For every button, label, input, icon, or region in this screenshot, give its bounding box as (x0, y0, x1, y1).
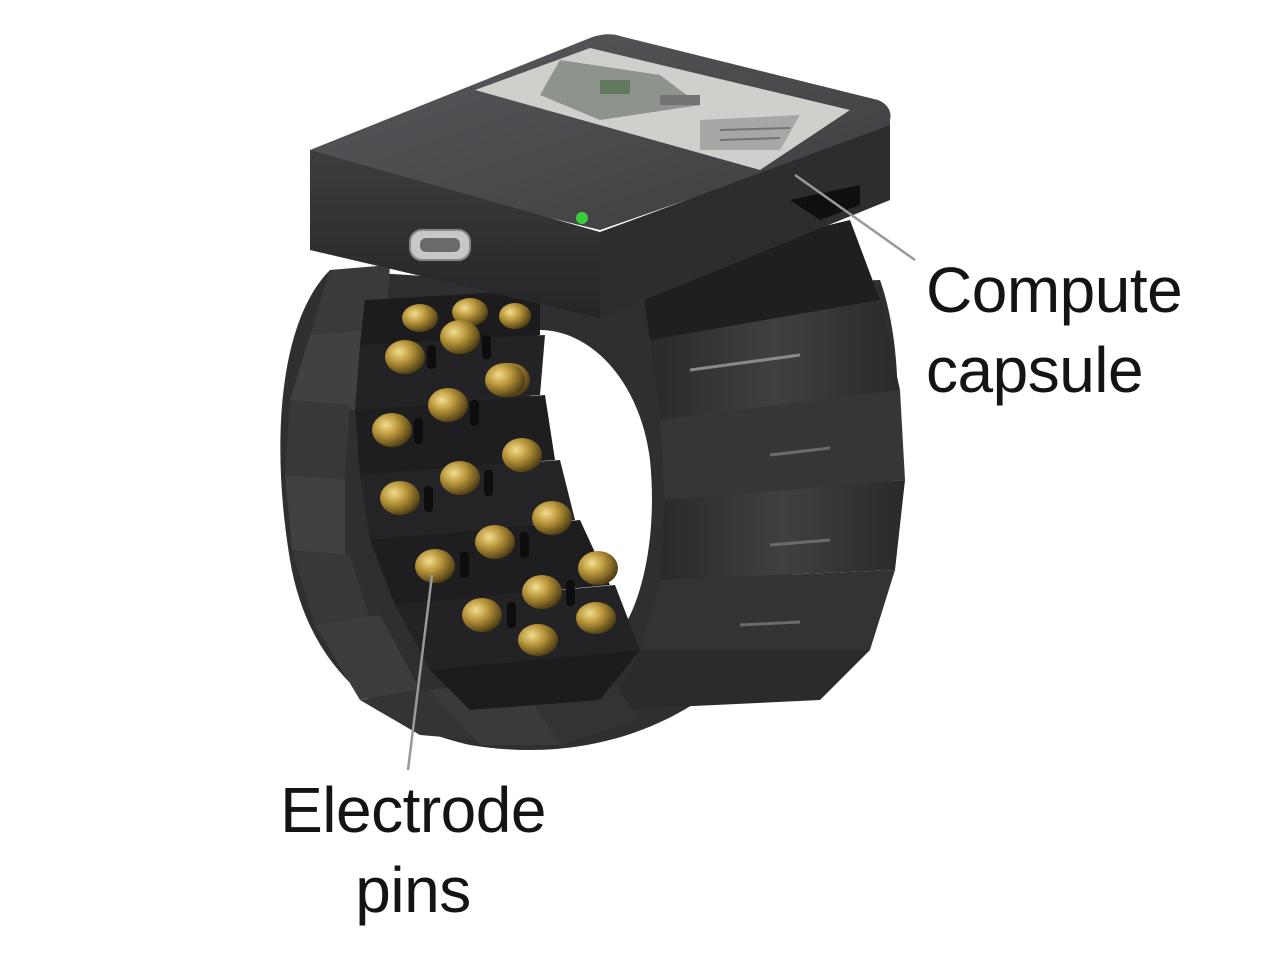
electrode-pins-label-line2: pins (355, 854, 471, 926)
pin-row-4 (380, 438, 542, 515)
compute-capsule (310, 34, 891, 318)
right-band-segments (610, 220, 905, 710)
circuit-board (540, 60, 800, 150)
capsule-mount-slot (790, 185, 860, 220)
compute-capsule-leader-line (794, 173, 916, 262)
pin-row-6 (462, 551, 618, 632)
electrode-pins-leader-line (406, 574, 434, 771)
capsule-right-face (600, 125, 890, 318)
compute-capsule-label: Compute capsule (926, 250, 1183, 410)
compute-capsule-label-line1: Compute (926, 254, 1183, 326)
compute-capsule-label-line2: capsule (926, 334, 1144, 406)
band (280, 220, 905, 750)
electrode-pins-label: Electrode pins (268, 770, 558, 930)
pin-row-5 (415, 501, 572, 583)
electrode-pins (372, 298, 618, 656)
capsule-top-face (310, 34, 891, 230)
pin-row-1 (402, 298, 531, 332)
pin-row-7 (518, 602, 616, 656)
electrode-pins-label-line1: Electrode (280, 774, 546, 846)
status-led (576, 212, 588, 224)
pin-row-3 (372, 363, 525, 447)
